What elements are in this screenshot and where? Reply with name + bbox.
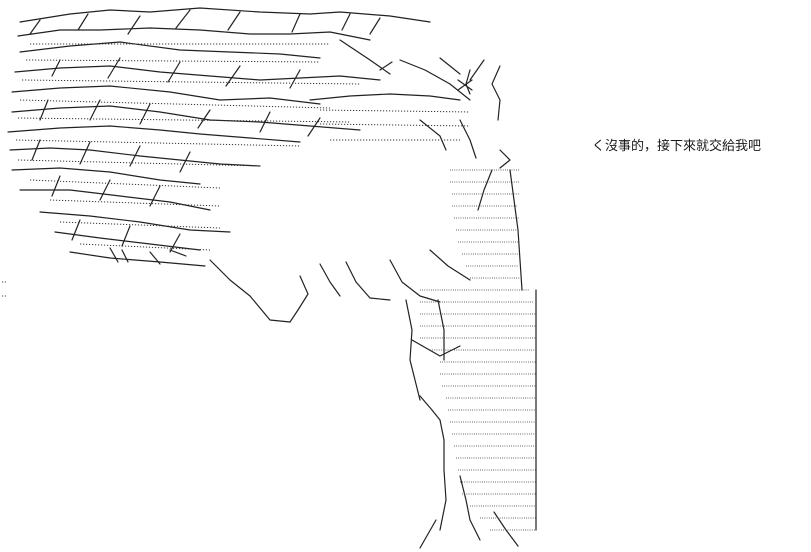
hair-region: [7, 7, 431, 267]
cloak-body: [420, 169, 537, 531]
face-region: [309, 39, 511, 169]
lower-left-marks: [2, 247, 187, 297]
speech-bubble-text: く沒事的，接下來就交給我吧: [592, 139, 762, 154]
neck-cloak-region: [209, 249, 519, 549]
